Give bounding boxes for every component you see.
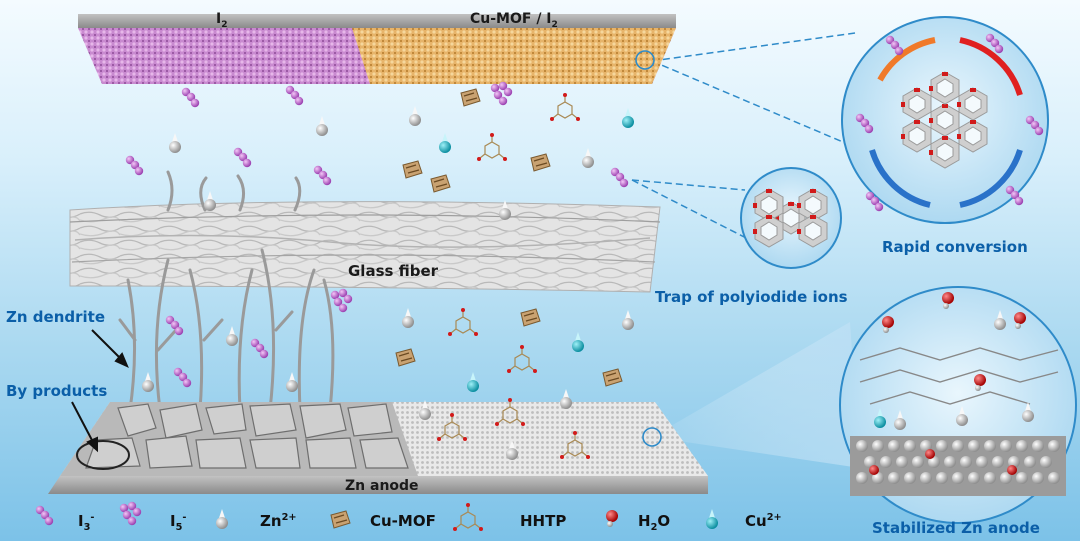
legend-i3: I3- [78, 512, 95, 533]
i5-cluster-icon [119, 501, 142, 526]
zn-ion-icon [216, 509, 228, 529]
zn-dendrite-label: Zn dendrite [6, 308, 105, 326]
zn-anode-label: Zn anode [345, 478, 419, 494]
legend-zn: Zn2+ [260, 512, 297, 530]
stabilized-anode-inset [839, 286, 1077, 524]
legend-cu: Cu2+ [745, 512, 782, 530]
trap-label: Trap of polyiodide ions [655, 288, 848, 306]
rapid-conversion-label: Rapid conversion [882, 238, 1028, 256]
legend-hhtp: HHTP [520, 512, 567, 530]
by-products-label: By products [6, 382, 108, 400]
cathode-left-label: I2 [216, 11, 228, 30]
annotation-arrows [71, 329, 129, 453]
water-molecule-icon [606, 510, 618, 527]
zn-dendrites [118, 170, 335, 412]
i3-cluster-icon [35, 505, 54, 526]
trap-inset [740, 167, 842, 269]
cu-ion-icon [706, 509, 718, 529]
rapid-conversion-inset [841, 16, 1049, 224]
zn-anode [48, 402, 708, 494]
cathode-layer [78, 14, 676, 84]
glass-fiber-label: Glass fiber [348, 262, 439, 280]
legend-i5: I5- [170, 512, 187, 533]
cu-mof-icon [330, 510, 351, 529]
hhtp-molecule-icon [452, 502, 484, 532]
zoom-connectors [631, 32, 860, 468]
cathode-right-label: Cu-MOF / I2 [470, 11, 558, 30]
legend-h2o: H2O [638, 512, 671, 533]
glass-fiber-separator [69, 201, 661, 293]
stabilized-anode-label: Stabilized Zn anode [872, 519, 1040, 537]
legend-cu-mof: Cu-MOF [370, 512, 436, 530]
